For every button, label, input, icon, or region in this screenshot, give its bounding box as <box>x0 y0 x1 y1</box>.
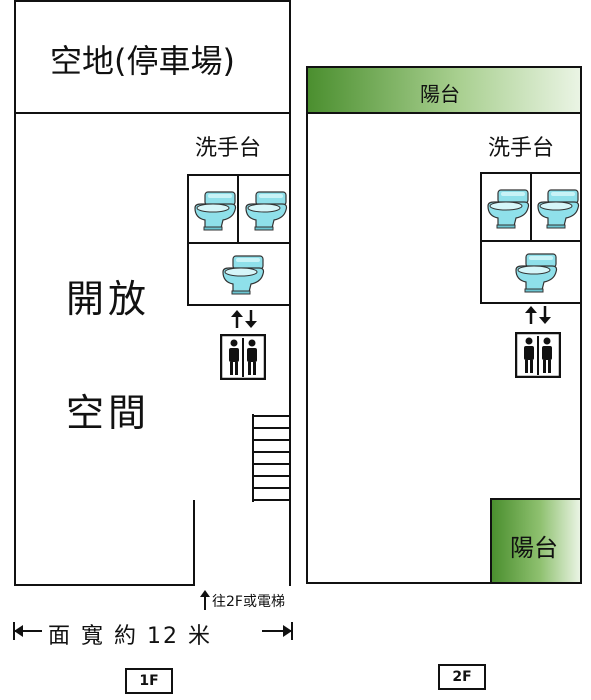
elevator-icon <box>515 332 561 378</box>
up-down-arrows-icon <box>231 310 257 328</box>
floor2-toilet-stall-3 <box>480 240 582 304</box>
floor1-toilet-stall-3 <box>187 242 291 306</box>
floor1-tag: 1F <box>125 668 173 694</box>
floor1-toilet-stall-1 <box>187 174 239 244</box>
floor2-toilet-stall-2 <box>530 172 582 242</box>
toilet-icon <box>537 189 580 229</box>
toilet-icon <box>194 191 237 231</box>
floor2-outline <box>306 66 582 584</box>
width-label: 面 寬 約 12 米 <box>48 624 212 649</box>
floor1-toilet-stall-2 <box>237 174 291 244</box>
floor2-tag: 2F <box>438 664 486 690</box>
floor1-corridor-wall <box>193 500 195 586</box>
floor1-parking-divider <box>14 112 291 114</box>
arrow-right-icon <box>262 622 293 640</box>
toilet-icon <box>487 189 530 229</box>
toilet-icon <box>245 191 288 231</box>
width-dimension: 面 寬 約 12 米 <box>12 616 296 649</box>
floor2-balcony-bottom-label: 陽台 <box>510 534 558 562</box>
floor1-open-space-line2: 空間 <box>66 391 151 435</box>
arrow-left-icon <box>13 622 42 640</box>
floor2-balcony-bottom <box>490 498 582 584</box>
elevator-icon <box>220 334 266 380</box>
floor1-sink-label: 洗手台 <box>195 136 262 161</box>
up-down-arrows-icon <box>525 306 551 324</box>
toilet-icon <box>222 255 265 295</box>
arrow-up-icon <box>200 590 210 610</box>
stairs-icon <box>252 414 290 502</box>
floor1-entrance-gap <box>195 583 289 587</box>
floor2-toilet-stall-1 <box>480 172 532 242</box>
floor1-open-space-line1: 開放 <box>66 277 151 321</box>
floor2-sink-label: 洗手台 <box>488 136 555 161</box>
floor1-parking-label: 空地(停車場) <box>50 42 235 80</box>
toilet-icon <box>515 253 558 293</box>
floor1-stairs-note: 往2F或電梯 <box>212 594 285 610</box>
floor2-balcony-top-label: 陽台 <box>420 82 460 106</box>
floor2-balcony-top <box>306 66 582 114</box>
